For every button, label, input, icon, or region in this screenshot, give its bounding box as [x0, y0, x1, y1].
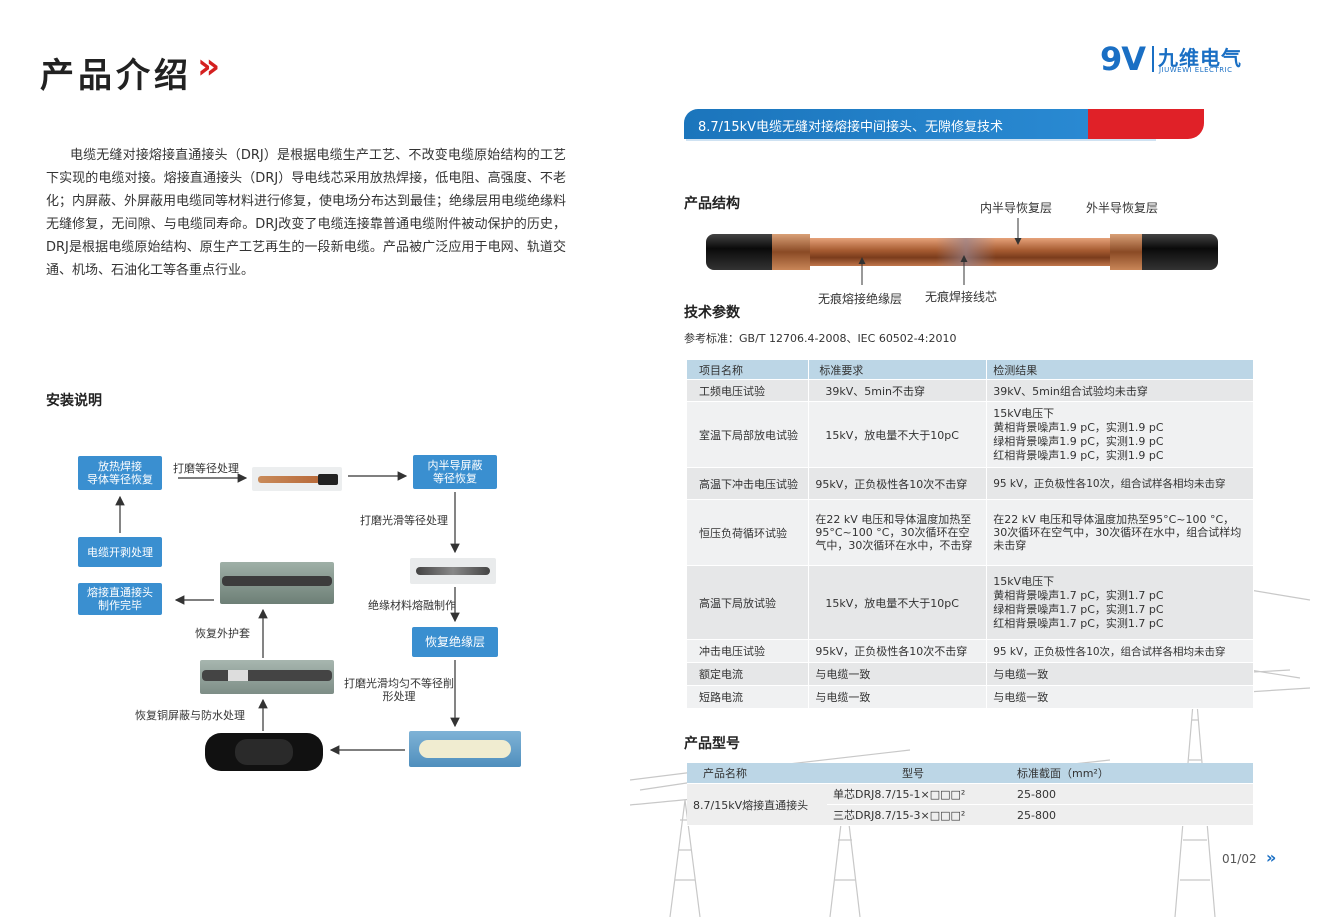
- photo-insulation-shaped: [409, 731, 521, 767]
- section-banner-title: 8.7/15kV电缆无缝对接熔接中间接头、无隙修复技术: [698, 120, 1004, 135]
- column-header: 型号: [827, 763, 999, 784]
- photo-inner-shield: [410, 558, 496, 584]
- table-cell: 在22 kV 电压和导体温度加热至95°C~100 °C，30次循环在空气中，3…: [808, 499, 988, 566]
- callout-core: 无痕焊接线芯: [925, 290, 998, 304]
- photo-outer-sheath: [220, 562, 334, 604]
- table-cell: 25-800: [999, 804, 1253, 826]
- column-header: 产品名称: [687, 763, 827, 784]
- table-cell: 短路电流: [687, 685, 810, 709]
- flow-box-strip: 电缆开剥处理: [78, 537, 162, 567]
- photo-conductor-weld: [252, 467, 342, 491]
- column-header: 标准截面（mm²）: [999, 763, 1253, 784]
- model-table: 产品名称 型号 标准截面（mm²） 8.7/15kV熔接直通接头 单芯DRJ8.…: [687, 763, 1253, 826]
- flow-box-insulation: 恢复绝缘层: [412, 627, 498, 657]
- table-row: 三芯DRJ8.7/15-3×□□□² 25-800: [687, 804, 1253, 826]
- table-cell: 95 kV，正负极性各10次，组合试样各相均未击穿: [986, 467, 1254, 500]
- flow-label-grind-even: 打磨光滑均匀不等径削形处理: [344, 677, 454, 703]
- table-cell: 额定电流: [687, 662, 810, 686]
- flow-box-done: 熔接直通接头 制作完毕: [78, 583, 162, 615]
- tech-heading: 技术参数: [684, 305, 740, 321]
- table-row: 工频电压试验 39kV、5min不击穿 39kV、5min组合试验均未击穿: [687, 379, 1254, 402]
- column-header: 项目名称: [687, 360, 810, 380]
- callout-outer-semicon: 外半导恢复层: [1086, 201, 1159, 215]
- column-header: 标准要求: [808, 360, 988, 380]
- table-cell: 在22 kV 电压和导体温度加热至95°C~100 °C，30次循环在空气中，3…: [986, 499, 1254, 566]
- cable-structure-diagram: [706, 226, 1218, 270]
- section-banner-accent: [1088, 109, 1204, 139]
- brand-logo: 9V: [1100, 40, 1146, 78]
- spec-table: 项目名称 标准要求 检测结果 工频电压试验 39kV、5min不击穿 39kV、…: [687, 360, 1254, 709]
- table-cell: 冲击电压试验: [687, 639, 810, 663]
- table-cell: 39kV、5min不击穿: [808, 379, 988, 402]
- table-cell: 与电缆一致: [808, 685, 988, 709]
- table-row: 8.7/15kV熔接直通接头 单芯DRJ8.7/15-1×□□□² 25-800: [687, 783, 1253, 826]
- table-cell: 95kV，正负极性各10次不击穿: [808, 639, 988, 663]
- table-cell: 8.7/15kV熔接直通接头: [687, 783, 827, 826]
- page-title: 产品介绍: [40, 56, 192, 96]
- table-header-row: 产品名称 型号 标准截面（mm²）: [687, 763, 1253, 784]
- flow-box-exothermic: 放热焊接 导体等径恢复: [78, 456, 162, 490]
- callout-insulation: 无痕熔接绝缘层: [818, 292, 903, 306]
- table-header-row: 项目名称 标准要求 检测结果: [687, 360, 1254, 380]
- table-cell: 与电缆一致: [986, 685, 1254, 709]
- brand-name: 九维电气: [1158, 46, 1242, 70]
- photo-finished-joint: [205, 733, 323, 771]
- callout-pointers: [858, 218, 1022, 285]
- table-row: 高温下局放试验 15kV，放电量不大于10pC 15kV电压下 黄相背景噪声1.…: [687, 565, 1254, 640]
- table-cell: 25-800: [999, 783, 1253, 805]
- table-cell: 95 kV，正负极性各10次，组合试样各相均未击穿: [986, 639, 1254, 663]
- flow-label-grind-equal: 打磨等径处理: [173, 462, 239, 475]
- chevron-right-icon: »: [1266, 848, 1277, 867]
- photo-copper-shield: [200, 660, 334, 694]
- table-cell: 15kV，放电量不大于10pC: [808, 401, 988, 468]
- table-cell: 39kV、5min组合试验均未击穿: [986, 379, 1254, 402]
- flow-label-insulation-melt: 绝缘材料熔融制作: [368, 599, 456, 612]
- table-row: 额定电流 与电缆一致 与电缆一致: [687, 662, 1254, 686]
- table-cell: 室温下局部放电试验: [687, 401, 810, 468]
- flow-arrows: [115, 471, 460, 755]
- brand-divider: [1152, 46, 1154, 72]
- column-header: 检测结果: [986, 360, 1254, 380]
- table-cell: 95kV，正负极性各10次不击穿: [808, 467, 988, 500]
- table-cell: 15kV电压下 黄相背景噪声1.9 pC，实测1.9 pC 绿相背景噪声1.9 …: [986, 401, 1254, 468]
- table-cell: 单芯DRJ8.7/15-1×□□□²: [827, 783, 999, 805]
- table-cell: 高温下冲击电压试验: [687, 467, 810, 500]
- flow-label-outer-sheath: 恢复外护套: [195, 627, 250, 640]
- table-cell: 15kV电压下 黄相背景噪声1.7 pC，实测1.7 pC 绿相背景噪声1.7 …: [986, 565, 1254, 640]
- flow-label-copper-shield: 恢复铜屏蔽与防水处理: [135, 709, 245, 722]
- table-cell: 15kV，放电量不大于10pC: [808, 565, 988, 640]
- intro-paragraph: 电缆无缝对接熔接直通接头（DRJ）是根据电缆生产工艺、不改变电缆原始结构的工艺下…: [46, 148, 567, 278]
- flow-label-grind-smooth: 打磨光滑等径处理: [360, 514, 448, 527]
- table-cell: 与电缆一致: [986, 662, 1254, 686]
- section-banner: [684, 109, 1104, 139]
- reference-standard: 参考标准：GB/T 12706.4-2008、IEC 60502-4:2010: [684, 332, 957, 345]
- brand-english-name: JIUWEWI ELECTRIC: [1159, 66, 1233, 74]
- structure-heading: 产品结构: [684, 196, 740, 212]
- install-heading: 安装说明: [46, 393, 102, 409]
- table-cell: 工频电压试验: [687, 379, 810, 402]
- table-cell: 与电缆一致: [808, 662, 988, 686]
- callout-inner-semicon: 内半导恢复层: [980, 201, 1053, 215]
- table-cell: 恒压负荷循环试验: [687, 499, 810, 566]
- divider: [686, 139, 1156, 141]
- page-number: 01/02: [1222, 852, 1257, 866]
- table-row: 冲击电压试验 95kV，正负极性各10次不击穿 95 kV，正负极性各10次，组…: [687, 639, 1254, 663]
- table-row: 恒压负荷循环试验 在22 kV 电压和导体温度加热至95°C~100 °C，30…: [687, 499, 1254, 566]
- flow-box-inner-shield: 内半导屏蔽 等径恢复: [413, 455, 497, 489]
- table-cell: 三芯DRJ8.7/15-3×□□□²: [827, 804, 999, 826]
- model-heading: 产品型号: [684, 736, 740, 752]
- table-row: 高温下冲击电压试验 95kV，正负极性各10次不击穿 95 kV，正负极性各10…: [687, 467, 1254, 500]
- table-cell: 高温下局放试验: [687, 565, 810, 640]
- table-row: 室温下局部放电试验 15kV，放电量不大于10pC 15kV电压下 黄相背景噪声…: [687, 401, 1254, 468]
- table-row: 短路电流 与电缆一致 与电缆一致: [687, 685, 1254, 709]
